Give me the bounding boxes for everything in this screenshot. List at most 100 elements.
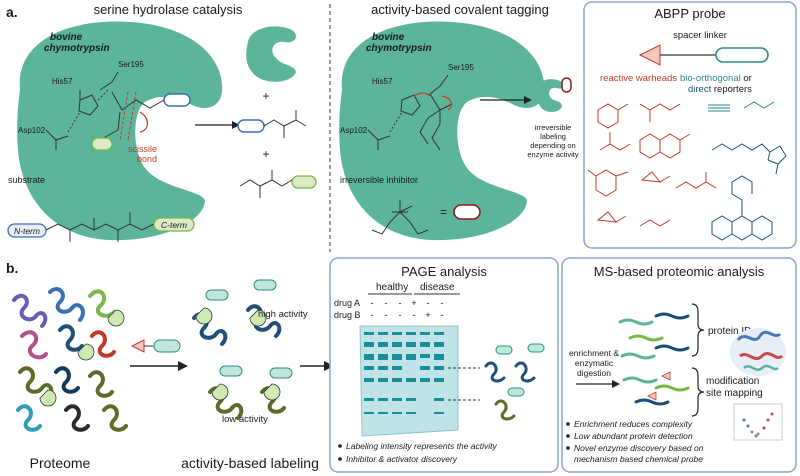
warhead-enone	[675, 172, 717, 189]
equals-sign: =	[440, 205, 447, 219]
warhead-epoxide	[640, 171, 671, 183]
ser-label: Ser195	[118, 60, 144, 69]
asp-label: Asp102	[18, 126, 46, 135]
page-title: PAGE analysis	[401, 264, 487, 279]
substrate-label: substrate	[8, 175, 45, 185]
imidazole-ring-2	[400, 94, 421, 116]
mod-site-2: site mapping	[706, 388, 763, 399]
svg-text:+: +	[411, 298, 416, 308]
n-term-label: N-term	[14, 226, 40, 236]
gel-bands	[364, 332, 444, 414]
svg-text:-: -	[441, 310, 444, 320]
panel-b-label: b.	[6, 260, 18, 276]
c-term-label: C-term	[161, 220, 187, 230]
imidazole-ring	[78, 94, 99, 116]
pill-green-2	[291, 175, 317, 189]
spacer-linker-label: spacer linker	[673, 30, 727, 41]
product-amine	[239, 170, 293, 198]
ser-label-2: Ser195	[448, 63, 474, 72]
enzyme2-name-2: chymotrypsin	[366, 43, 432, 54]
scissile-label-2: bond	[137, 154, 157, 164]
ms-bullet-2: Low abundant protein detection	[574, 431, 693, 441]
protein-id-label: protein ID	[708, 326, 751, 337]
ser-chain	[99, 71, 119, 91]
svg-text:-: -	[441, 298, 444, 308]
page-bullet-2: Inhibitor & activator discovery	[346, 454, 458, 464]
svg-text:-: -	[399, 310, 402, 320]
ms-title: MS-based proteomic analysis	[594, 264, 765, 279]
reporter-pill	[715, 47, 769, 63]
brace-protein-id	[691, 303, 705, 357]
scissile-label-1: scissile	[128, 144, 157, 154]
asp-carboxylate	[45, 129, 69, 150]
low-activity-label: low activity	[222, 414, 268, 425]
inhibitor-structure	[371, 200, 429, 235]
proteome-pacman-enzymes	[39, 309, 125, 407]
n-term-pill	[7, 223, 47, 238]
enrich-3: digestion	[577, 368, 611, 378]
enzyme2-name-1: bovine	[372, 32, 405, 43]
warhead-coumarin	[639, 133, 691, 159]
peptide-strands	[618, 312, 690, 406]
svg-text:-: -	[385, 310, 388, 320]
reporter-alkyne	[708, 104, 730, 112]
title-tagging: activity-based covalent tagging	[371, 2, 549, 17]
svg-text:-: -	[413, 310, 416, 320]
reporter-rhodamine	[711, 175, 773, 241]
ms-bullet-4: mechanism based chemical probe	[574, 454, 703, 464]
svg-text:-: -	[427, 298, 430, 308]
title-catalysis: serine hydrolase catalysis	[94, 2, 243, 17]
svg-text:-: -	[399, 298, 402, 308]
ms-bullet-1: Enrichment reduces complexity	[574, 419, 693, 429]
reporter-legend-2: direct reporters	[688, 84, 752, 95]
page-bullet-1: Labeling intensity represents the activi…	[346, 441, 497, 451]
page-proteins	[484, 361, 536, 421]
enzyme-tagging	[339, 21, 545, 241]
his-label-2: His57	[372, 77, 393, 86]
high-activity-label: high activity	[258, 309, 308, 320]
labeled-enzyme	[535, 79, 564, 112]
enzyme-name-1: bovine	[50, 32, 83, 43]
healthy-label: healthy	[376, 282, 408, 293]
c-term-pill	[153, 217, 195, 232]
ms-bullet-3: Novel enzyme discovery based on	[574, 443, 704, 453]
enrich-1: enrichment &	[569, 348, 619, 358]
proteome-label: Proteome	[30, 455, 91, 471]
warhead-fp	[597, 103, 629, 129]
warhead-sulfonyl	[599, 132, 631, 151]
peptide-chain	[45, 223, 155, 231]
inhibitor-pill	[453, 204, 481, 220]
labeling-1: irreversible	[535, 123, 572, 132]
labeling-4: enzyme activity	[527, 150, 579, 159]
panel-a-label: a.	[6, 4, 18, 20]
pill-blue-1	[163, 93, 191, 107]
phosphonate	[419, 93, 453, 151]
warhead-aziridine	[596, 211, 627, 223]
mod-site-1: modification	[706, 376, 759, 387]
pill-green-1	[91, 137, 113, 151]
labeling-2: labeling	[540, 132, 566, 141]
brace-mod-site	[691, 367, 705, 417]
drug-a-label: drug A	[334, 298, 360, 308]
his-label: His57	[52, 77, 73, 86]
scissile-dash	[119, 91, 129, 141]
enzyme-product	[246, 26, 296, 82]
warhead-tfp	[587, 169, 629, 197]
enzyme-catalysis	[17, 21, 223, 241]
reporter-azide	[743, 101, 775, 109]
warhead-chloroacetamide	[639, 103, 681, 122]
disease-label: disease	[420, 282, 455, 293]
activity-based-labeling-label: activity-based labeling	[181, 455, 319, 471]
direct-label: direct	[688, 84, 712, 95]
reactive-warheads-label: reactive warheads	[600, 73, 677, 84]
reporter-biotin	[711, 143, 787, 175]
proteome-cluster	[12, 287, 128, 432]
volcano-plot-image	[733, 403, 783, 441]
drug-marks: - - - + - - - - - - + -	[371, 298, 444, 320]
svg-text:+: +	[425, 310, 430, 320]
enrich-2: enzymatic	[575, 358, 614, 368]
pill-blue-2	[237, 119, 265, 133]
protein-structure-image	[730, 328, 786, 376]
